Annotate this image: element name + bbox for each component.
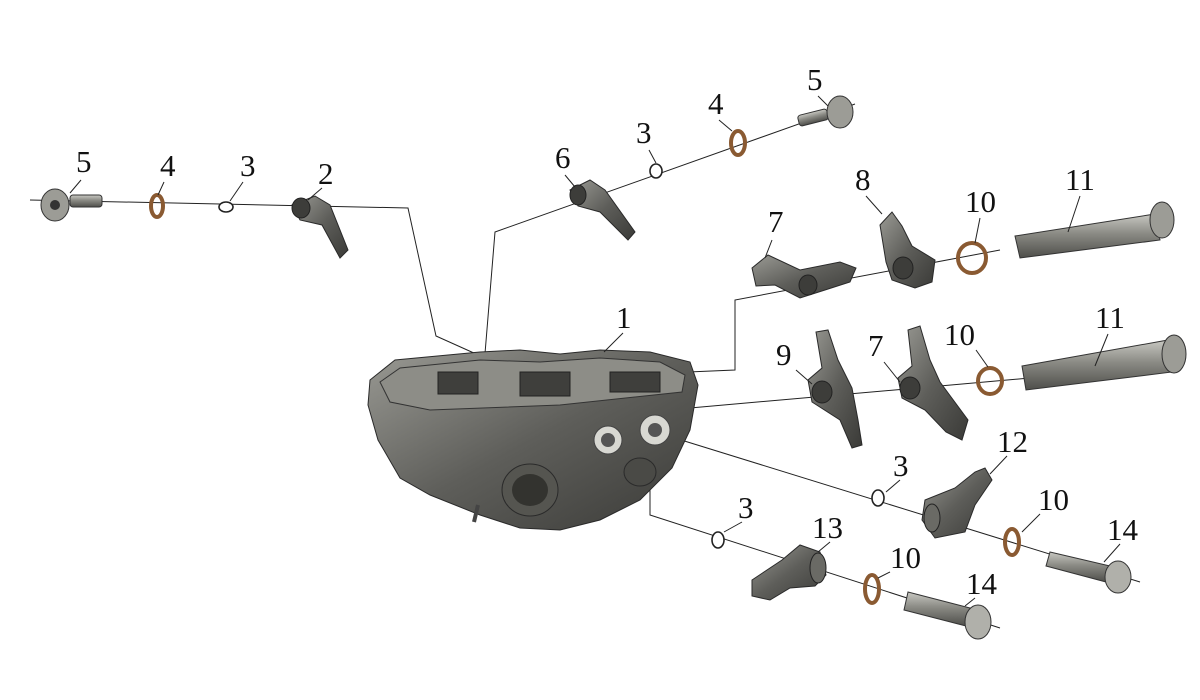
label-part-3-top: 3 [636, 115, 652, 150]
label-part-6: 6 [555, 140, 571, 175]
rocker-part-6 [569, 179, 636, 241]
label-part-9: 9 [776, 337, 792, 372]
label-part-3-right: 3 [893, 448, 909, 483]
label-part-13: 13 [812, 510, 843, 545]
label-part-10-bottom: 10 [890, 540, 921, 575]
bolt-part-5-left [40, 188, 103, 222]
o-ring-part-3-left [218, 201, 234, 213]
washer-part-10-bottom [863, 573, 881, 605]
label-part-14-right: 14 [1107, 512, 1139, 547]
label-part-10-upper: 10 [965, 184, 996, 219]
label-part-7-upper: 7 [768, 204, 784, 239]
washer-part-4-left [149, 193, 165, 219]
label-part-14-bottom: 14 [966, 566, 998, 601]
label-part-5-top: 5 [807, 62, 823, 97]
label-part-4-left: 4 [160, 148, 176, 183]
washer-part-4-top [729, 129, 747, 157]
part-labels: 5 4 3 2 1 6 3 4 5 7 8 10 11 9 7 10 11 3 … [76, 62, 1139, 601]
label-part-4-top: 4 [708, 86, 724, 121]
rocker-part-12 [921, 467, 993, 539]
o-ring-part-3-right [871, 489, 885, 507]
bolt-part-5-top [797, 95, 854, 129]
o-ring-part-3-bottom [711, 531, 725, 549]
o-ring-part-3-top [649, 163, 663, 179]
rocker-arm-part-9 [807, 329, 863, 449]
shaft-part-11-upper [1014, 201, 1175, 259]
label-part-10-right: 10 [1038, 482, 1069, 517]
label-part-2: 2 [318, 156, 334, 191]
rocker-arm-part-7-lower [897, 325, 969, 441]
washer-part-10-upper [956, 241, 988, 275]
label-part-12: 12 [997, 424, 1028, 459]
label-part-3-bottom: 3 [738, 490, 754, 525]
label-part-5-left: 5 [76, 144, 92, 179]
washer-part-10-lower [976, 366, 1004, 396]
label-part-1: 1 [616, 300, 632, 335]
rocker-arm-part-8 [879, 211, 936, 289]
rocker-part-2 [291, 195, 349, 259]
cylinder-head-part-1 [367, 349, 699, 531]
label-part-10-lower: 10 [944, 317, 975, 352]
bolt-part-14-bottom [903, 591, 992, 640]
rocker-part-13 [751, 544, 827, 601]
bolt-part-14-right [1045, 551, 1132, 594]
label-part-11-upper: 11 [1065, 162, 1095, 197]
label-part-3-left: 3 [240, 148, 256, 183]
label-part-7-lower: 7 [868, 328, 884, 363]
label-part-8: 8 [855, 162, 871, 197]
shaft-part-11-lower [1021, 334, 1187, 391]
label-leaders [69, 95, 1121, 607]
washer-part-10-right [1003, 527, 1021, 557]
rocker-arm-part-7-upper [751, 254, 857, 299]
label-part-11-lower: 11 [1095, 300, 1125, 335]
